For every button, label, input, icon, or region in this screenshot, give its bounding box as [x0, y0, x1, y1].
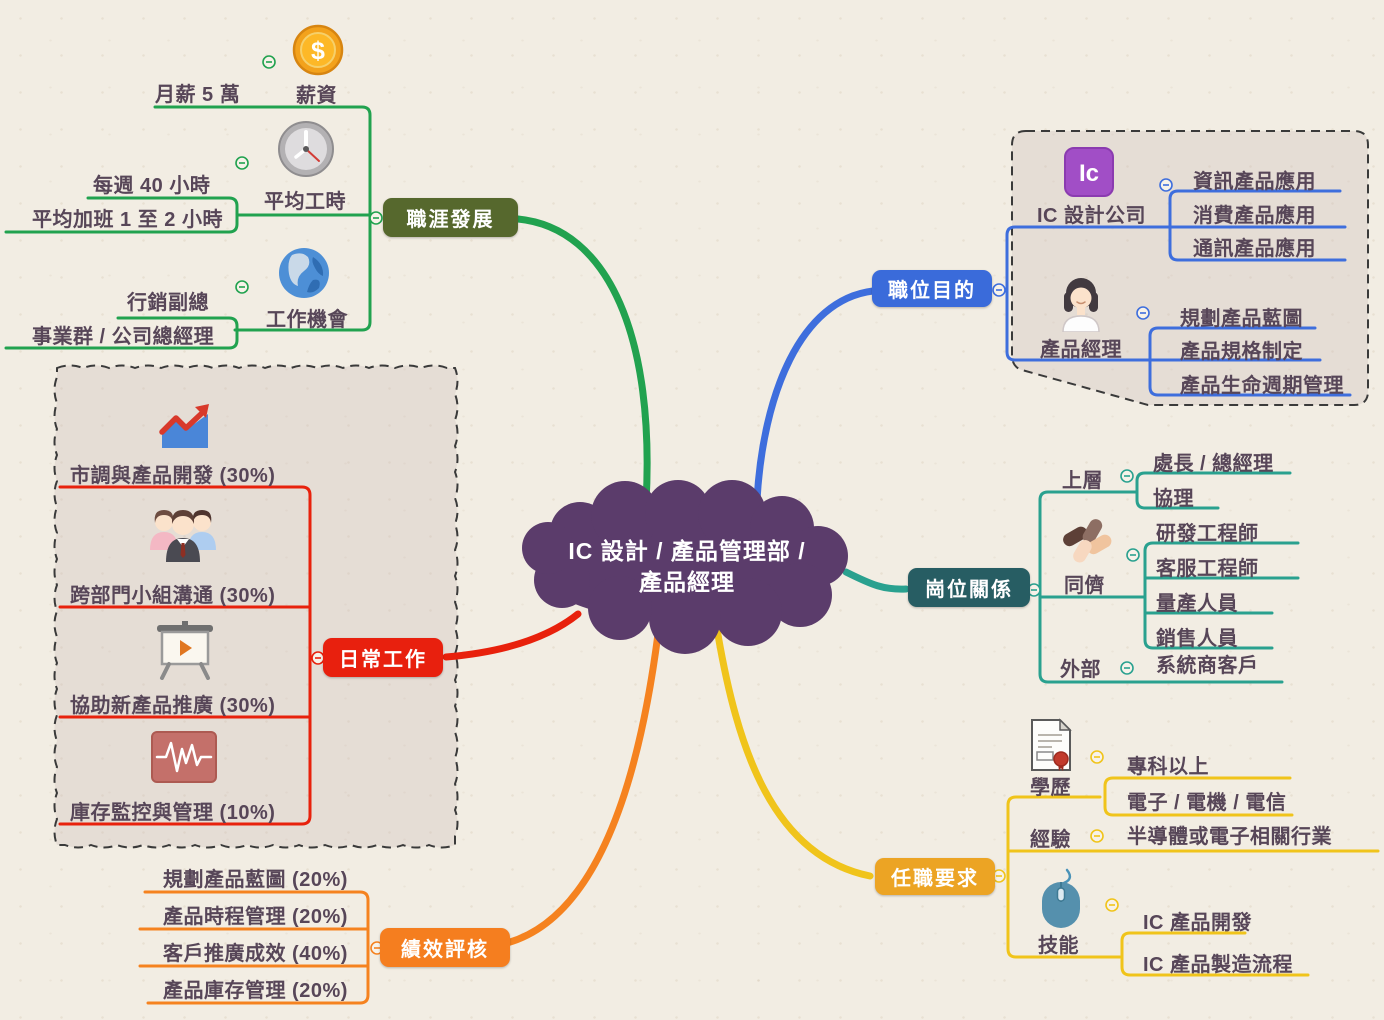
node-consumer-products[interactable]: 消費產品應用 — [1193, 205, 1316, 227]
node-production[interactable]: 量產人員 — [1156, 593, 1238, 615]
svg-text:Ic: Ic — [1079, 160, 1099, 187]
relations-main-curve — [842, 568, 910, 593]
node-inventory[interactable]: 庫存監控與管理 (10%) — [70, 802, 276, 824]
node-director-gm[interactable]: 處長 / 總經理 — [1153, 453, 1274, 475]
collapse-toggle[interactable] — [1120, 469, 1134, 483]
requirements-branch-lines — [1006, 776, 1380, 977]
node-opportunity[interactable]: 工作機會 — [266, 309, 348, 331]
branch-label-requirements[interactable]: 任職要求 — [875, 858, 995, 895]
purpose-group-boundary — [1011, 130, 1369, 406]
central-topic[interactable]: IC 設計 / 產品管理部 / 產品經理 — [517, 536, 857, 598]
perf-branch-lines — [138, 890, 370, 1005]
node-marketing-vp[interactable]: 行銷副總 — [127, 292, 209, 314]
node-salary-amount[interactable]: 月薪 5 萬 — [155, 84, 241, 106]
central-cloud-shape[interactable] — [522, 480, 848, 654]
node-perf-promo[interactable]: 客戶推廣成效 (40%) — [163, 943, 348, 965]
relations-branch-lines — [1038, 471, 1300, 684]
career-main-curve — [514, 215, 651, 507]
node-bu-gm[interactable]: 事業群 / 公司總經理 — [32, 326, 215, 348]
ic-app-icon: Ic — [1064, 147, 1114, 197]
collapse-toggle[interactable] — [235, 156, 249, 170]
node-cross-dept[interactable]: 跨部門小組溝通 (30%) — [70, 585, 276, 607]
node-system-customers[interactable]: 系統商客戶 — [1156, 655, 1259, 677]
collapse-toggle[interactable] — [1090, 829, 1104, 843]
node-semiconductor[interactable]: 半導體或電子相關行業 — [1127, 826, 1332, 848]
node-ic-dev[interactable]: IC 產品開發 — [1143, 912, 1253, 934]
purpose-branch-lines — [1005, 189, 1352, 397]
node-perf-roadmap[interactable]: 規劃產品藍圖 (20%) — [163, 869, 348, 891]
node-experience[interactable]: 經驗 — [1030, 829, 1071, 851]
branch-label-career[interactable]: 職涯發展 — [383, 198, 518, 237]
clock-icon — [278, 121, 334, 177]
node-associate[interactable]: 協理 — [1153, 488, 1194, 510]
node-overtime[interactable]: 平均加班 1 至 2 小時 — [32, 209, 223, 231]
globe-icon — [279, 248, 329, 298]
node-promotion[interactable]: 協助新產品推廣 (30%) — [70, 695, 276, 717]
coin-icon: $ — [292, 24, 344, 76]
node-ic-company[interactable]: IC 設計公司 — [1037, 205, 1147, 227]
collapse-toggle[interactable] — [235, 280, 249, 294]
node-perf-schedule[interactable]: 產品時程管理 (20%) — [163, 906, 348, 928]
node-perf-inventory[interactable]: 產品庫存管理 (20%) — [163, 980, 348, 1002]
monitor-waveform-icon — [151, 731, 217, 783]
collapse-toggle[interactable] — [262, 55, 276, 69]
central-topic-line2: 產品經理 — [639, 569, 735, 595]
collapse-toggle[interactable] — [1120, 661, 1134, 675]
certificate-icon — [1031, 718, 1072, 771]
node-external[interactable]: 外部 — [1060, 659, 1101, 681]
node-fae-engineer[interactable]: 客服工程師 — [1156, 558, 1259, 580]
collapse-toggle[interactable] — [1090, 750, 1104, 764]
node-comm-products[interactable]: 通訊產品應用 — [1193, 238, 1316, 260]
node-lifecycle[interactable]: 產品生命週期管理 — [1180, 375, 1344, 397]
collapse-toggle[interactable] — [1126, 548, 1140, 562]
daily-branch-lines — [58, 485, 312, 826]
node-rd-engineer[interactable]: 研發工程師 — [1156, 523, 1259, 545]
teamwork-hands-icon — [1063, 519, 1112, 563]
branch-label-perf[interactable]: 績效評核 — [380, 928, 510, 967]
svg-text:$: $ — [311, 37, 325, 65]
central-topic-line1: IC 設計 / 產品管理部 / — [568, 538, 806, 564]
team-group-icon — [150, 510, 216, 562]
node-peers[interactable]: 同儕 — [1064, 575, 1105, 597]
presentation-board-icon — [157, 621, 213, 680]
product-manager-avatar-icon — [1062, 278, 1100, 332]
branch-label-purpose[interactable]: 職位目的 — [872, 270, 992, 307]
collapse-toggle[interactable] — [1159, 178, 1173, 192]
node-education[interactable]: 學歷 — [1030, 777, 1071, 799]
mouse-icon — [1042, 868, 1080, 928]
collapse-toggle[interactable] — [369, 211, 383, 225]
node-sales[interactable]: 銷售人員 — [1156, 628, 1238, 650]
collapse-toggles — [235, 55, 1173, 955]
growth-chart-icon — [159, 404, 209, 448]
perf-main-curve — [499, 630, 662, 948]
node-product-manager[interactable]: 產品經理 — [1040, 339, 1122, 361]
node-ee-fields[interactable]: 電子 / 電機 / 電信 — [1127, 792, 1287, 814]
branch-label-relations[interactable]: 崗位關係 — [908, 568, 1030, 607]
node-market-research[interactable]: 市調與產品開發 (30%) — [70, 465, 276, 487]
requirements-main-curve — [713, 625, 874, 880]
node-upper[interactable]: 上層 — [1062, 470, 1103, 492]
node-spec[interactable]: 產品規格制定 — [1180, 341, 1303, 363]
daily-main-curve — [442, 610, 582, 661]
collapse-toggle[interactable] — [1105, 898, 1119, 912]
branch-label-daily[interactable]: 日常工作 — [323, 638, 443, 677]
node-weekly-hours[interactable]: 每週 40 小時 — [93, 175, 211, 197]
collapse-toggle[interactable] — [1136, 306, 1150, 320]
node-avg-hours[interactable]: 平均工時 — [264, 191, 346, 213]
node-info-products[interactable]: 資訊產品應用 — [1193, 171, 1316, 193]
node-college[interactable]: 專科以上 — [1127, 756, 1209, 778]
node-ic-process[interactable]: IC 產品製造流程 — [1143, 954, 1294, 976]
node-roadmap[interactable]: 規劃產品藍圖 — [1180, 308, 1303, 330]
node-skills[interactable]: 技能 — [1038, 935, 1079, 957]
purpose-main-curve — [753, 287, 877, 504]
collapse-toggle[interactable] — [992, 283, 1006, 297]
collapse-toggle[interactable] — [311, 651, 325, 665]
node-salary[interactable]: 薪資 — [296, 85, 337, 107]
